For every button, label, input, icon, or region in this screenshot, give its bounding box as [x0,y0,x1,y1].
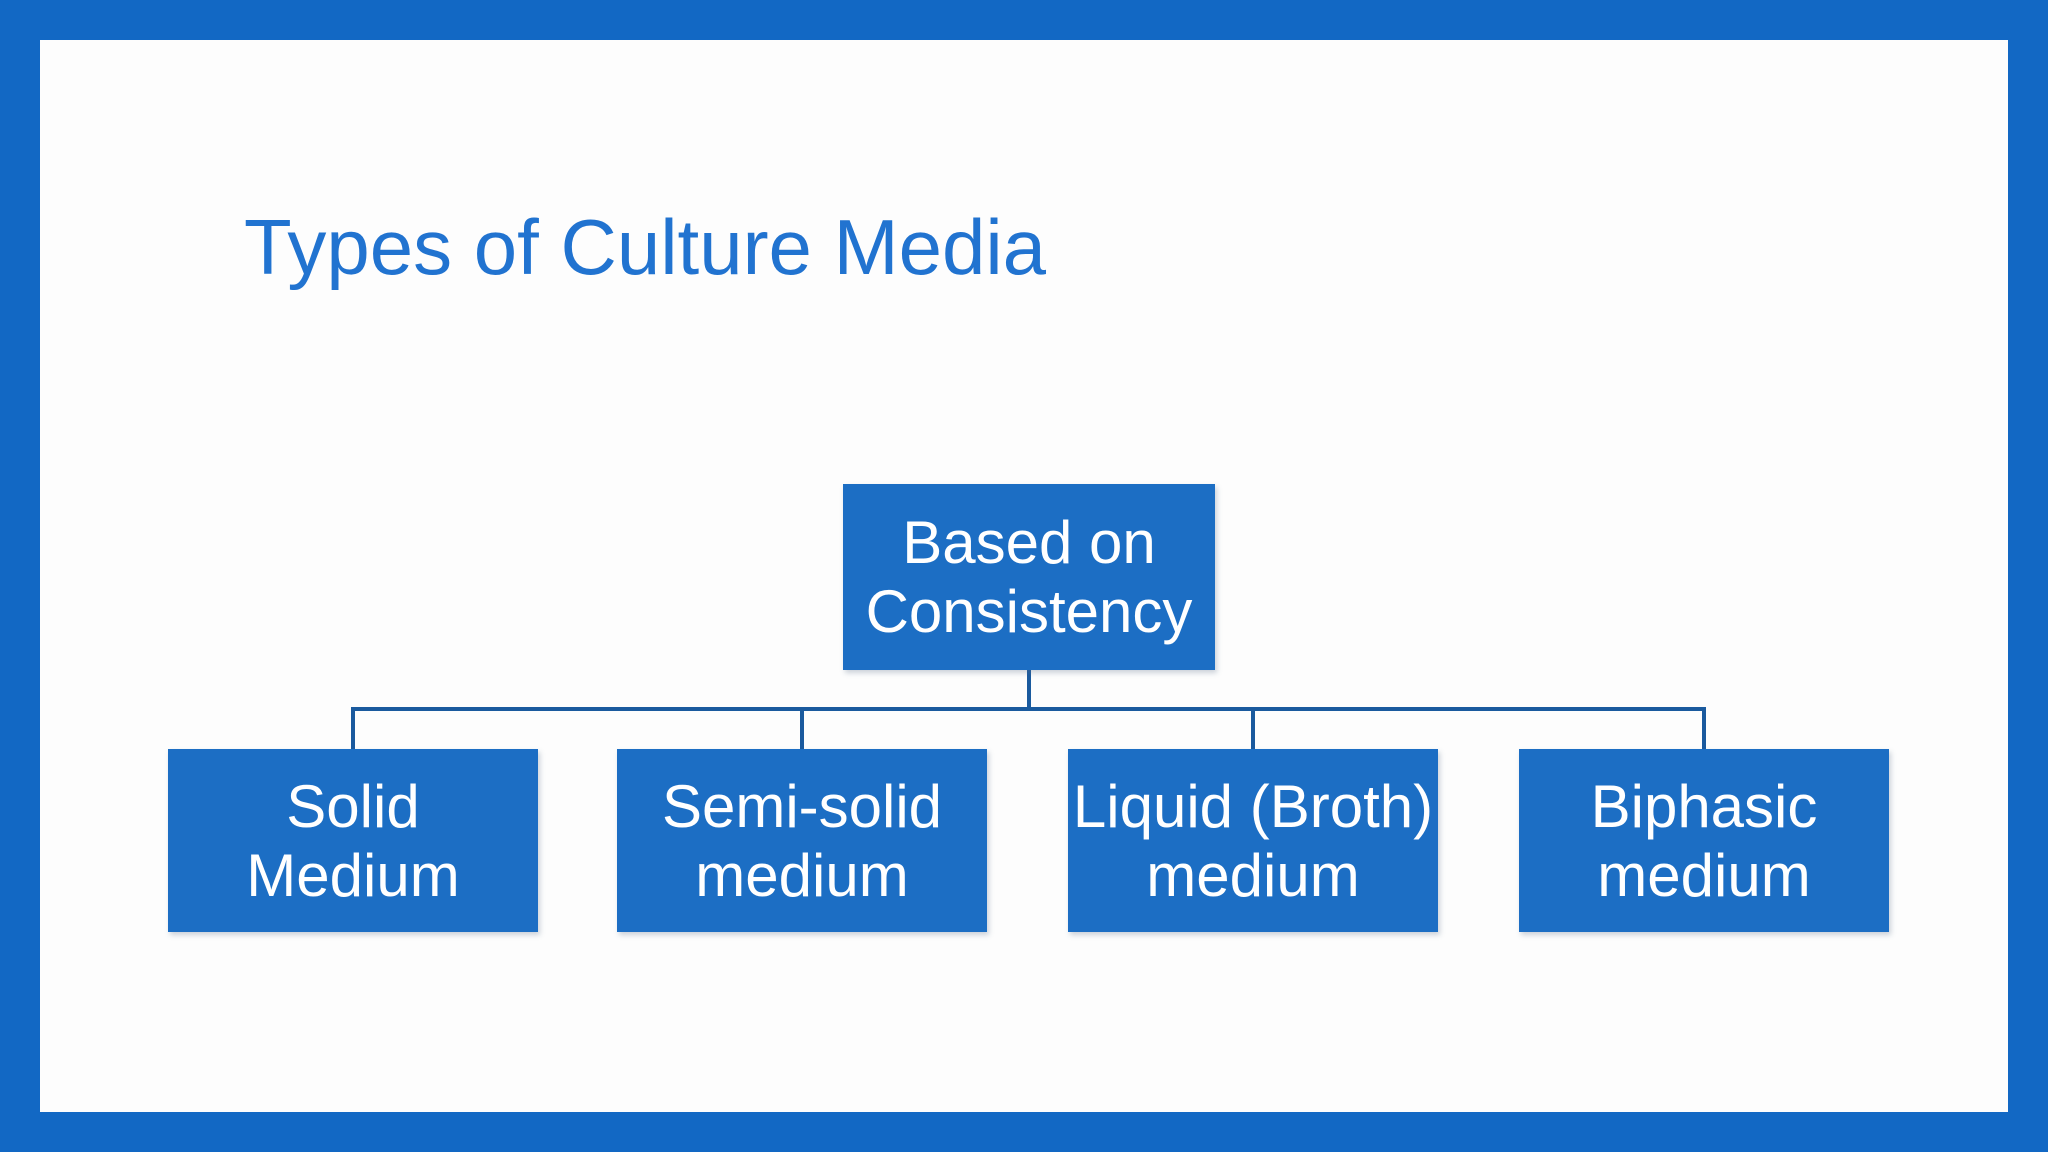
node-based-on-consistency: Based on Consistency [843,484,1215,670]
node-liquid-broth-medium: Liquid (Broth) medium [1068,749,1438,932]
slide-title: Types of Culture Media [244,203,1047,291]
connector-drop-liquid-broth-medium [1251,707,1255,751]
node-label: Solid Medium [246,772,460,909]
connector-drop-semi-solid-medium [800,707,804,751]
node-biphasic-medium: Biphasic medium [1519,749,1889,932]
node-solid-medium: Solid Medium [168,749,538,932]
node-label: Semi-solid medium [661,772,943,909]
connector-horizontal-bus [351,707,1706,711]
node-label: Liquid (Broth) medium [1072,772,1434,909]
node-label: Biphasic medium [1590,772,1818,909]
connector-drop-solid-medium [351,707,355,751]
node-label: Based on Consistency [865,509,1193,645]
slide-canvas: Types of Culture Media Based on Consiste… [40,40,2008,1112]
connector-drop-biphasic-medium [1702,707,1706,751]
connector-root-riser [1027,670,1031,711]
node-semi-solid-medium: Semi-solid medium [617,749,987,932]
